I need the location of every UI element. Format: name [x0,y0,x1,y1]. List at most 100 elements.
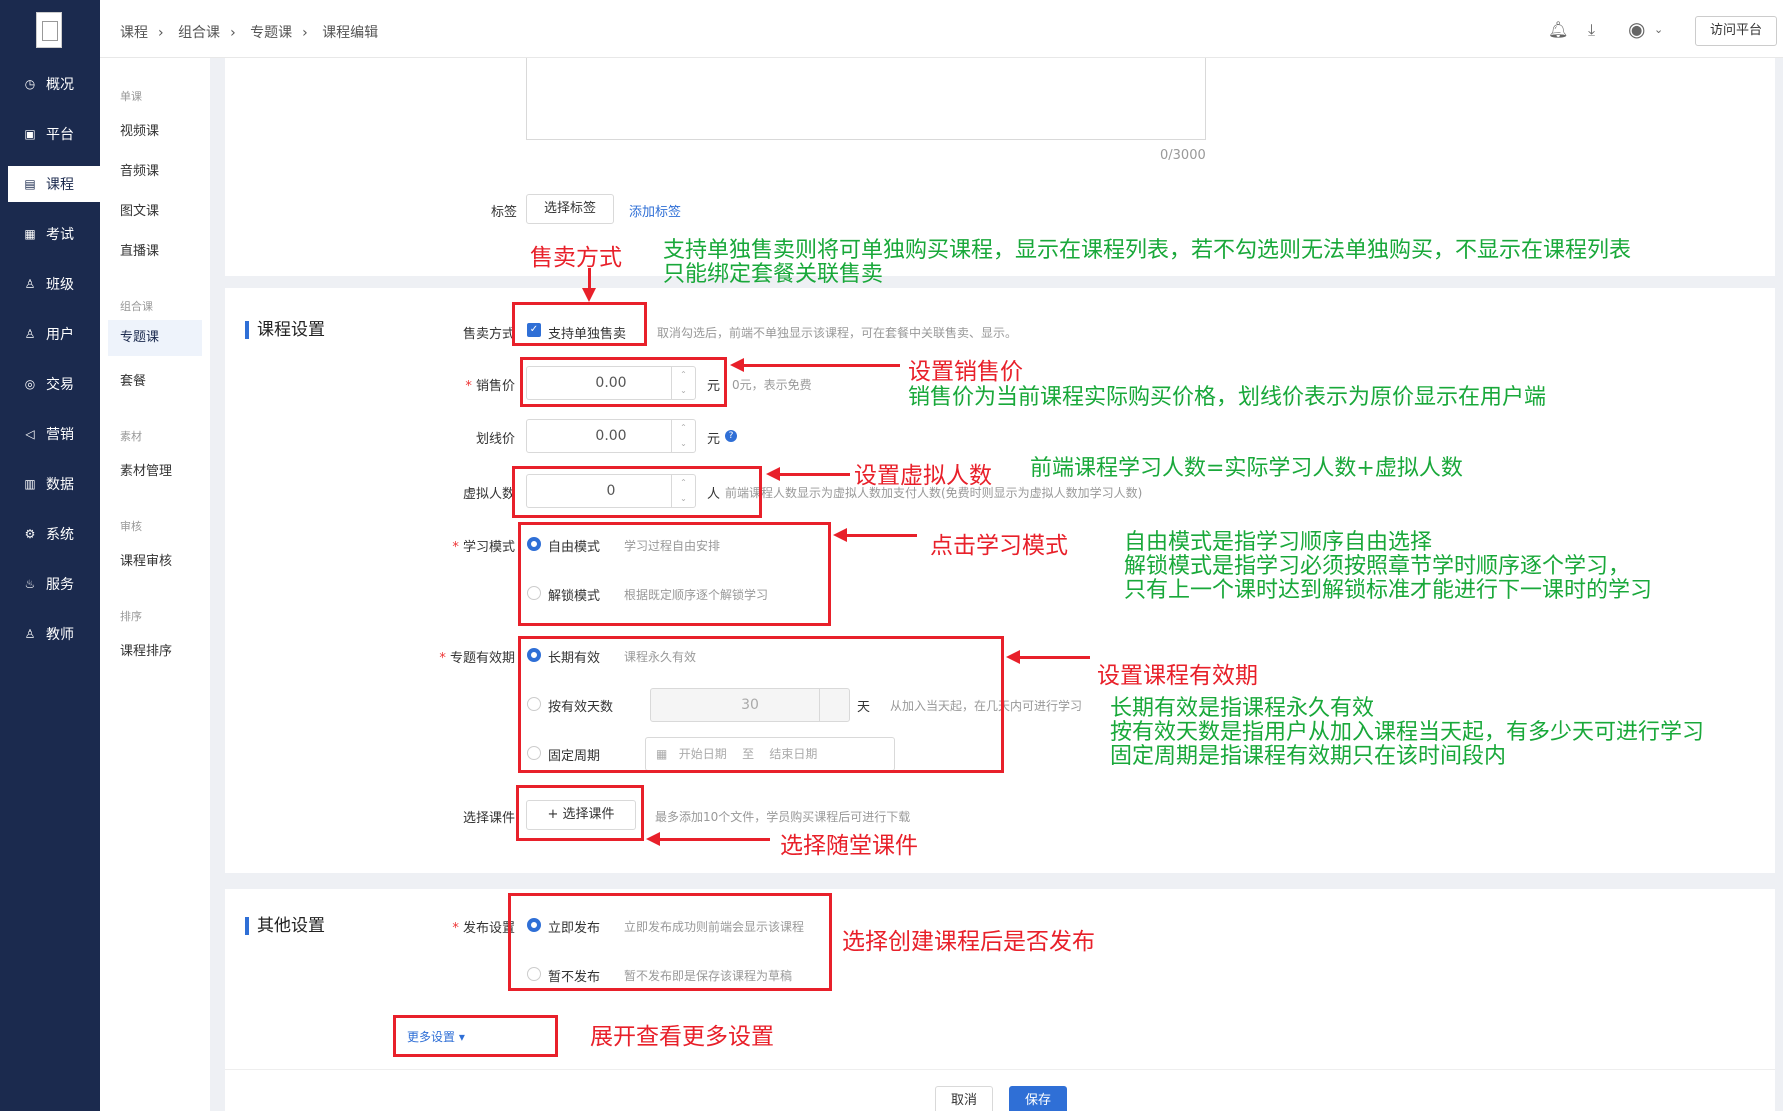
subnav-audio[interactable]: 音频课 [120,164,160,179]
download-icon[interactable]: ⤓ [1588,20,1596,39]
bell-icon[interactable]: 🔔︎ [1548,20,1569,39]
sell-option-label[interactable]: 支持单独售卖 [548,327,627,342]
nav-exam[interactable]: ▦考试 [8,216,100,252]
virtual-count-input[interactable]: 0⌃⌄ [526,474,696,508]
course-settings-card: 课程设置 售卖方式 ✓ 支持单独售卖 取消勾选后，前端不单独显示该课程，可在套餐… [225,288,1775,873]
validity-label: * 专题有效期 [439,651,515,666]
virtual-count-label: 虚拟人数 [462,487,515,502]
crumb[interactable]: 组合课 [178,25,221,41]
nav-overview[interactable]: ◷概况 [8,66,100,102]
price-label: * 销售价 [465,379,515,394]
group-label: 组合课 [120,300,153,313]
breadcrumb: 课程› 组合课› 专题课› 课程编辑 [120,22,388,42]
radio-publish-later[interactable] [527,967,541,981]
group-icon: ♙ [24,277,36,291]
select-tag-button[interactable]: 选择标签 [526,194,614,224]
char-counter: 0/3000 [1160,148,1206,163]
annotation-virtual: 设置虚拟人数 [854,463,992,489]
visit-platform-button[interactable]: 访问平台 [1695,16,1777,46]
description-textarea[interactable] [526,58,1206,140]
annotation-sell-mode: 售卖方式 [530,245,622,271]
price-input[interactable]: 0.00⌃⌄ [526,366,696,400]
free-mode-hint: 学习过程自由安排 [624,539,721,553]
price-unit: 元 [707,379,721,394]
avatar[interactable]: ◉ [1628,17,1646,41]
annotation-note: 长期有效是指课程永久有效 [1110,696,1375,721]
clock-icon: ◷ [24,77,36,91]
more-settings-link[interactable]: 更多设置 ▾ [407,1030,465,1044]
highlight-box [512,302,647,346]
days-unit: 天 [857,700,871,715]
group-label: 单课 [120,90,142,103]
lock-mode-hint: 根据既定顺序逐个解锁学习 [624,588,769,602]
annotation-more: 展开查看更多设置 [590,1024,774,1050]
nav-class[interactable]: ♙班级 [8,266,100,302]
nav-trade[interactable]: ◎交易 [8,366,100,402]
arrow [730,358,900,372]
radio-lock-mode[interactable] [527,586,541,600]
logo[interactable] [36,12,62,48]
highlight-box [518,636,1004,773]
publish-now-label[interactable]: 立即发布 [548,921,601,936]
checkbox-checked-icon[interactable]: ✓ [527,323,541,337]
select-courseware-button[interactable]: + 选择课件 [526,800,636,830]
annotation-note: 解锁模式是指学习必须按照章节学时顺序逐个学习， [1124,554,1631,579]
nav-teacher[interactable]: ♙教师 [8,616,100,652]
long-term-label[interactable]: 长期有效 [548,651,601,666]
radio-publish-now[interactable] [527,918,541,932]
subnav-article[interactable]: 图文课 [120,204,160,219]
nav-data[interactable]: ▥数据 [8,466,100,502]
publish-later-label[interactable]: 暂不发布 [548,970,601,985]
virtual-count-hint: 前端课程人数显示为虚拟人数加支付人数(免费时则显示为虚拟人数加学习人数) [725,486,1143,500]
group-label: 排序 [120,610,142,623]
annotation-note: 销售价为当前课程实际购买价格，划线价表示为原价显示在用户端 [908,385,1547,410]
subnav-material[interactable]: 素材管理 [120,464,173,479]
highlight-box [516,785,644,841]
help-icon[interactable]: ? [725,430,737,442]
radio-free-mode[interactable] [527,537,541,551]
annotation-price: 设置销售价 [908,359,1023,385]
radio-long-term[interactable] [527,648,541,662]
radio-by-days[interactable] [527,697,541,711]
free-mode-label[interactable]: 自由模式 [548,540,601,555]
subnav-package[interactable]: 套餐 [120,374,147,389]
original-price-label: 划线价 [475,432,515,447]
stepper[interactable]: ⌃⌄ [671,420,695,452]
add-tag-link[interactable]: 添加标签 [629,205,682,220]
annotation-note: 只有上一个课时达到解锁标准才能进行下一课时的学习 [1124,578,1653,603]
subnav-review[interactable]: 课程审核 [120,554,173,569]
highlight-box [508,893,832,991]
lock-mode-label[interactable]: 解锁模式 [548,589,601,604]
platform-icon: ▣ [24,127,36,141]
by-days-label[interactable]: 按有效天数 [548,700,614,715]
fixed-period-label[interactable]: 固定周期 [548,749,601,764]
crumb: 课程编辑 [322,25,379,41]
stepper[interactable]: ⌃⌄ [671,367,695,399]
arrow [766,467,850,481]
nav-user[interactable]: ♙用户 [8,316,100,352]
subnav-topic[interactable]: 专题课 [108,320,202,356]
arrow [646,832,770,846]
nav-course[interactable]: ▤课程 [8,166,100,202]
annotation-note: 支持单独售卖则将可单独购买课程，显示在课程列表，若不勾选则无法单独购买，不显示在… [663,238,1632,263]
nav-marketing[interactable]: ◁营销 [8,416,100,452]
group-label: 素材 [120,430,142,443]
crumb[interactable]: 专题课 [250,25,293,41]
nav-platform[interactable]: ▣平台 [8,116,100,152]
nav-service[interactable]: ♨服务 [8,566,100,602]
nav-system[interactable]: ⚙系统 [8,516,100,552]
cancel-button[interactable]: 取消 [935,1086,993,1111]
subnav-video[interactable]: 视频课 [120,124,160,139]
radio-fixed-period[interactable] [527,746,541,760]
save-button[interactable]: 保存 [1009,1086,1067,1111]
stepper[interactable]: ⌃⌄ [671,475,695,507]
original-price-input[interactable]: 0.00⌃⌄ [526,419,696,453]
crumb[interactable]: 课程 [120,25,148,41]
stepper[interactable] [819,689,849,721]
chevron-down-icon[interactable]: ⌄ [1654,23,1664,36]
subnav-live[interactable]: 直播课 [120,244,160,259]
subnav-sort[interactable]: 课程排序 [120,644,173,659]
chevron-right-icon: › [158,25,164,41]
days-input[interactable]: 30 [650,688,850,722]
arrow-line [588,268,591,298]
